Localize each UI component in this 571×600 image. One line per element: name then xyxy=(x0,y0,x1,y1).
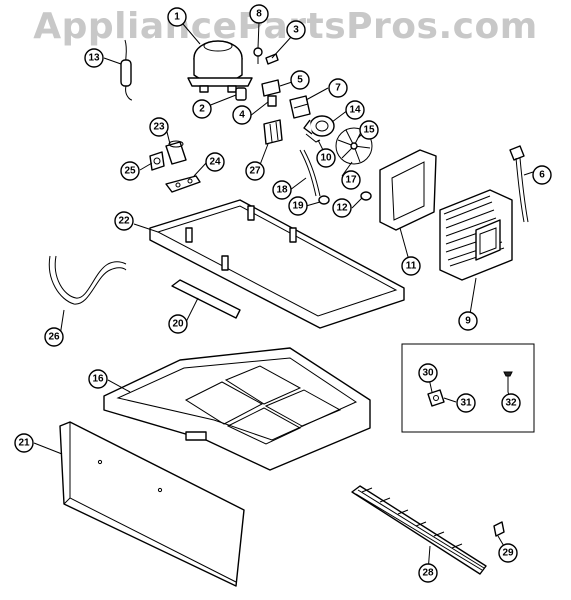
part-4-overload[interactable] xyxy=(267,95,277,107)
svg-text:9: 9 xyxy=(465,316,471,327)
callout-22[interactable]: 22 xyxy=(114,211,134,231)
svg-text:18: 18 xyxy=(276,185,288,196)
svg-text:29: 29 xyxy=(502,548,514,559)
svg-text:22: 22 xyxy=(118,216,130,227)
part-29-clip[interactable] xyxy=(493,521,505,537)
svg-text:3: 3 xyxy=(293,25,299,36)
svg-text:26: 26 xyxy=(48,332,60,343)
svg-text:1: 1 xyxy=(174,12,180,23)
parts-inset-box xyxy=(401,343,535,433)
part-27-bracket[interactable] xyxy=(263,119,283,145)
part-26-hose[interactable] xyxy=(48,255,127,305)
callout-28[interactable]: 28 xyxy=(418,563,438,583)
svg-text:16: 16 xyxy=(92,374,104,385)
callout-8[interactable]: 8 xyxy=(249,4,269,24)
part-8-grommet[interactable] xyxy=(253,47,263,64)
part-3-clip[interactable] xyxy=(265,53,279,65)
svg-text:7: 7 xyxy=(335,83,341,94)
callout-1[interactable]: 1 xyxy=(167,7,187,27)
svg-text:13: 13 xyxy=(88,53,100,64)
svg-text:2: 2 xyxy=(199,104,205,115)
callout-7[interactable]: 7 xyxy=(328,78,348,98)
part-18-strap[interactable] xyxy=(299,149,321,197)
callout-4[interactable]: 4 xyxy=(232,105,252,125)
svg-text:31: 31 xyxy=(460,398,472,409)
callout-25[interactable]: 25 xyxy=(120,161,140,181)
part-5-cover[interactable] xyxy=(261,79,281,97)
svg-text:27: 27 xyxy=(249,166,261,177)
part-31-bracket[interactable] xyxy=(427,389,445,407)
part-28-grille[interactable] xyxy=(351,485,487,575)
svg-text:5: 5 xyxy=(297,75,303,86)
svg-text:6: 6 xyxy=(539,170,545,181)
svg-text:28: 28 xyxy=(422,568,434,579)
svg-text:10: 10 xyxy=(320,153,332,164)
part-23-capacitor[interactable] xyxy=(165,140,187,165)
part-32-screw[interactable] xyxy=(503,371,513,392)
callout-17[interactable]: 17 xyxy=(341,170,361,190)
callout-13[interactable]: 13 xyxy=(84,48,104,68)
part-24-bracket[interactable] xyxy=(165,175,201,193)
callout-19[interactable]: 19 xyxy=(288,196,308,216)
callout-15[interactable]: 15 xyxy=(359,120,379,140)
part-20-rail[interactable] xyxy=(171,279,241,319)
svg-text:4: 4 xyxy=(239,110,245,121)
svg-text:20: 20 xyxy=(172,319,184,330)
callout-29[interactable]: 29 xyxy=(498,543,518,563)
part-12-screw[interactable] xyxy=(360,191,372,201)
part-25-clip[interactable] xyxy=(149,151,165,171)
callout-30[interactable]: 30 xyxy=(418,363,438,383)
svg-text:24: 24 xyxy=(209,157,221,168)
svg-text:11: 11 xyxy=(406,261,417,272)
svg-text:15: 15 xyxy=(363,125,375,136)
part-6-drain-tube[interactable] xyxy=(509,145,529,223)
svg-text:25: 25 xyxy=(124,166,136,177)
svg-text:12: 12 xyxy=(336,203,348,214)
callouts: 1 2 3 4 5 6 7 8 9 10 11 12 13 14 15 16 1… xyxy=(14,4,552,583)
callout-31[interactable]: 31 xyxy=(456,393,476,413)
svg-text:19: 19 xyxy=(292,201,304,212)
callout-23[interactable]: 23 xyxy=(149,117,169,137)
part-11-fan-shroud[interactable] xyxy=(379,149,437,231)
svg-text:21: 21 xyxy=(18,438,30,449)
callout-5[interactable]: 5 xyxy=(290,70,310,90)
part-7-terminal-box[interactable] xyxy=(289,95,311,119)
callout-21[interactable]: 21 xyxy=(14,433,34,453)
callout-27[interactable]: 27 xyxy=(245,161,265,181)
part-9-condenser[interactable] xyxy=(439,189,513,281)
callout-32[interactable]: 32 xyxy=(501,393,521,413)
watermark-text: AppliancePartsPros.com xyxy=(33,6,538,47)
callout-6[interactable]: 6 xyxy=(532,165,552,185)
part-22-base-pan[interactable] xyxy=(149,199,405,329)
callout-12[interactable]: 12 xyxy=(332,198,352,218)
callout-18[interactable]: 18 xyxy=(272,180,292,200)
svg-text:14: 14 xyxy=(349,105,361,116)
part-13-drier[interactable] xyxy=(120,39,133,101)
callout-26[interactable]: 26 xyxy=(44,327,64,347)
part-21-front-panel[interactable] xyxy=(59,421,245,587)
svg-text:30: 30 xyxy=(422,368,434,379)
svg-text:32: 32 xyxy=(505,398,517,409)
callout-24[interactable]: 24 xyxy=(205,152,225,172)
callout-9[interactable]: 9 xyxy=(458,311,478,331)
part-19-grommet[interactable] xyxy=(318,195,330,205)
svg-text:8: 8 xyxy=(256,9,262,20)
callout-2[interactable]: 2 xyxy=(192,99,212,119)
part-1-compressor[interactable] xyxy=(187,40,253,93)
callout-11[interactable]: 11 xyxy=(401,256,421,276)
svg-text:17: 17 xyxy=(345,175,357,186)
callout-20[interactable]: 20 xyxy=(168,314,188,334)
svg-text:23: 23 xyxy=(153,122,165,133)
part-2-relay[interactable] xyxy=(235,87,247,101)
callout-10[interactable]: 10 xyxy=(316,148,336,168)
callout-3[interactable]: 3 xyxy=(286,20,306,40)
part-16-drain-pan[interactable] xyxy=(103,347,371,471)
callout-16[interactable]: 16 xyxy=(88,369,108,389)
callout-14[interactable]: 14 xyxy=(345,100,365,120)
part-14-fan-motor[interactable] xyxy=(303,115,335,137)
